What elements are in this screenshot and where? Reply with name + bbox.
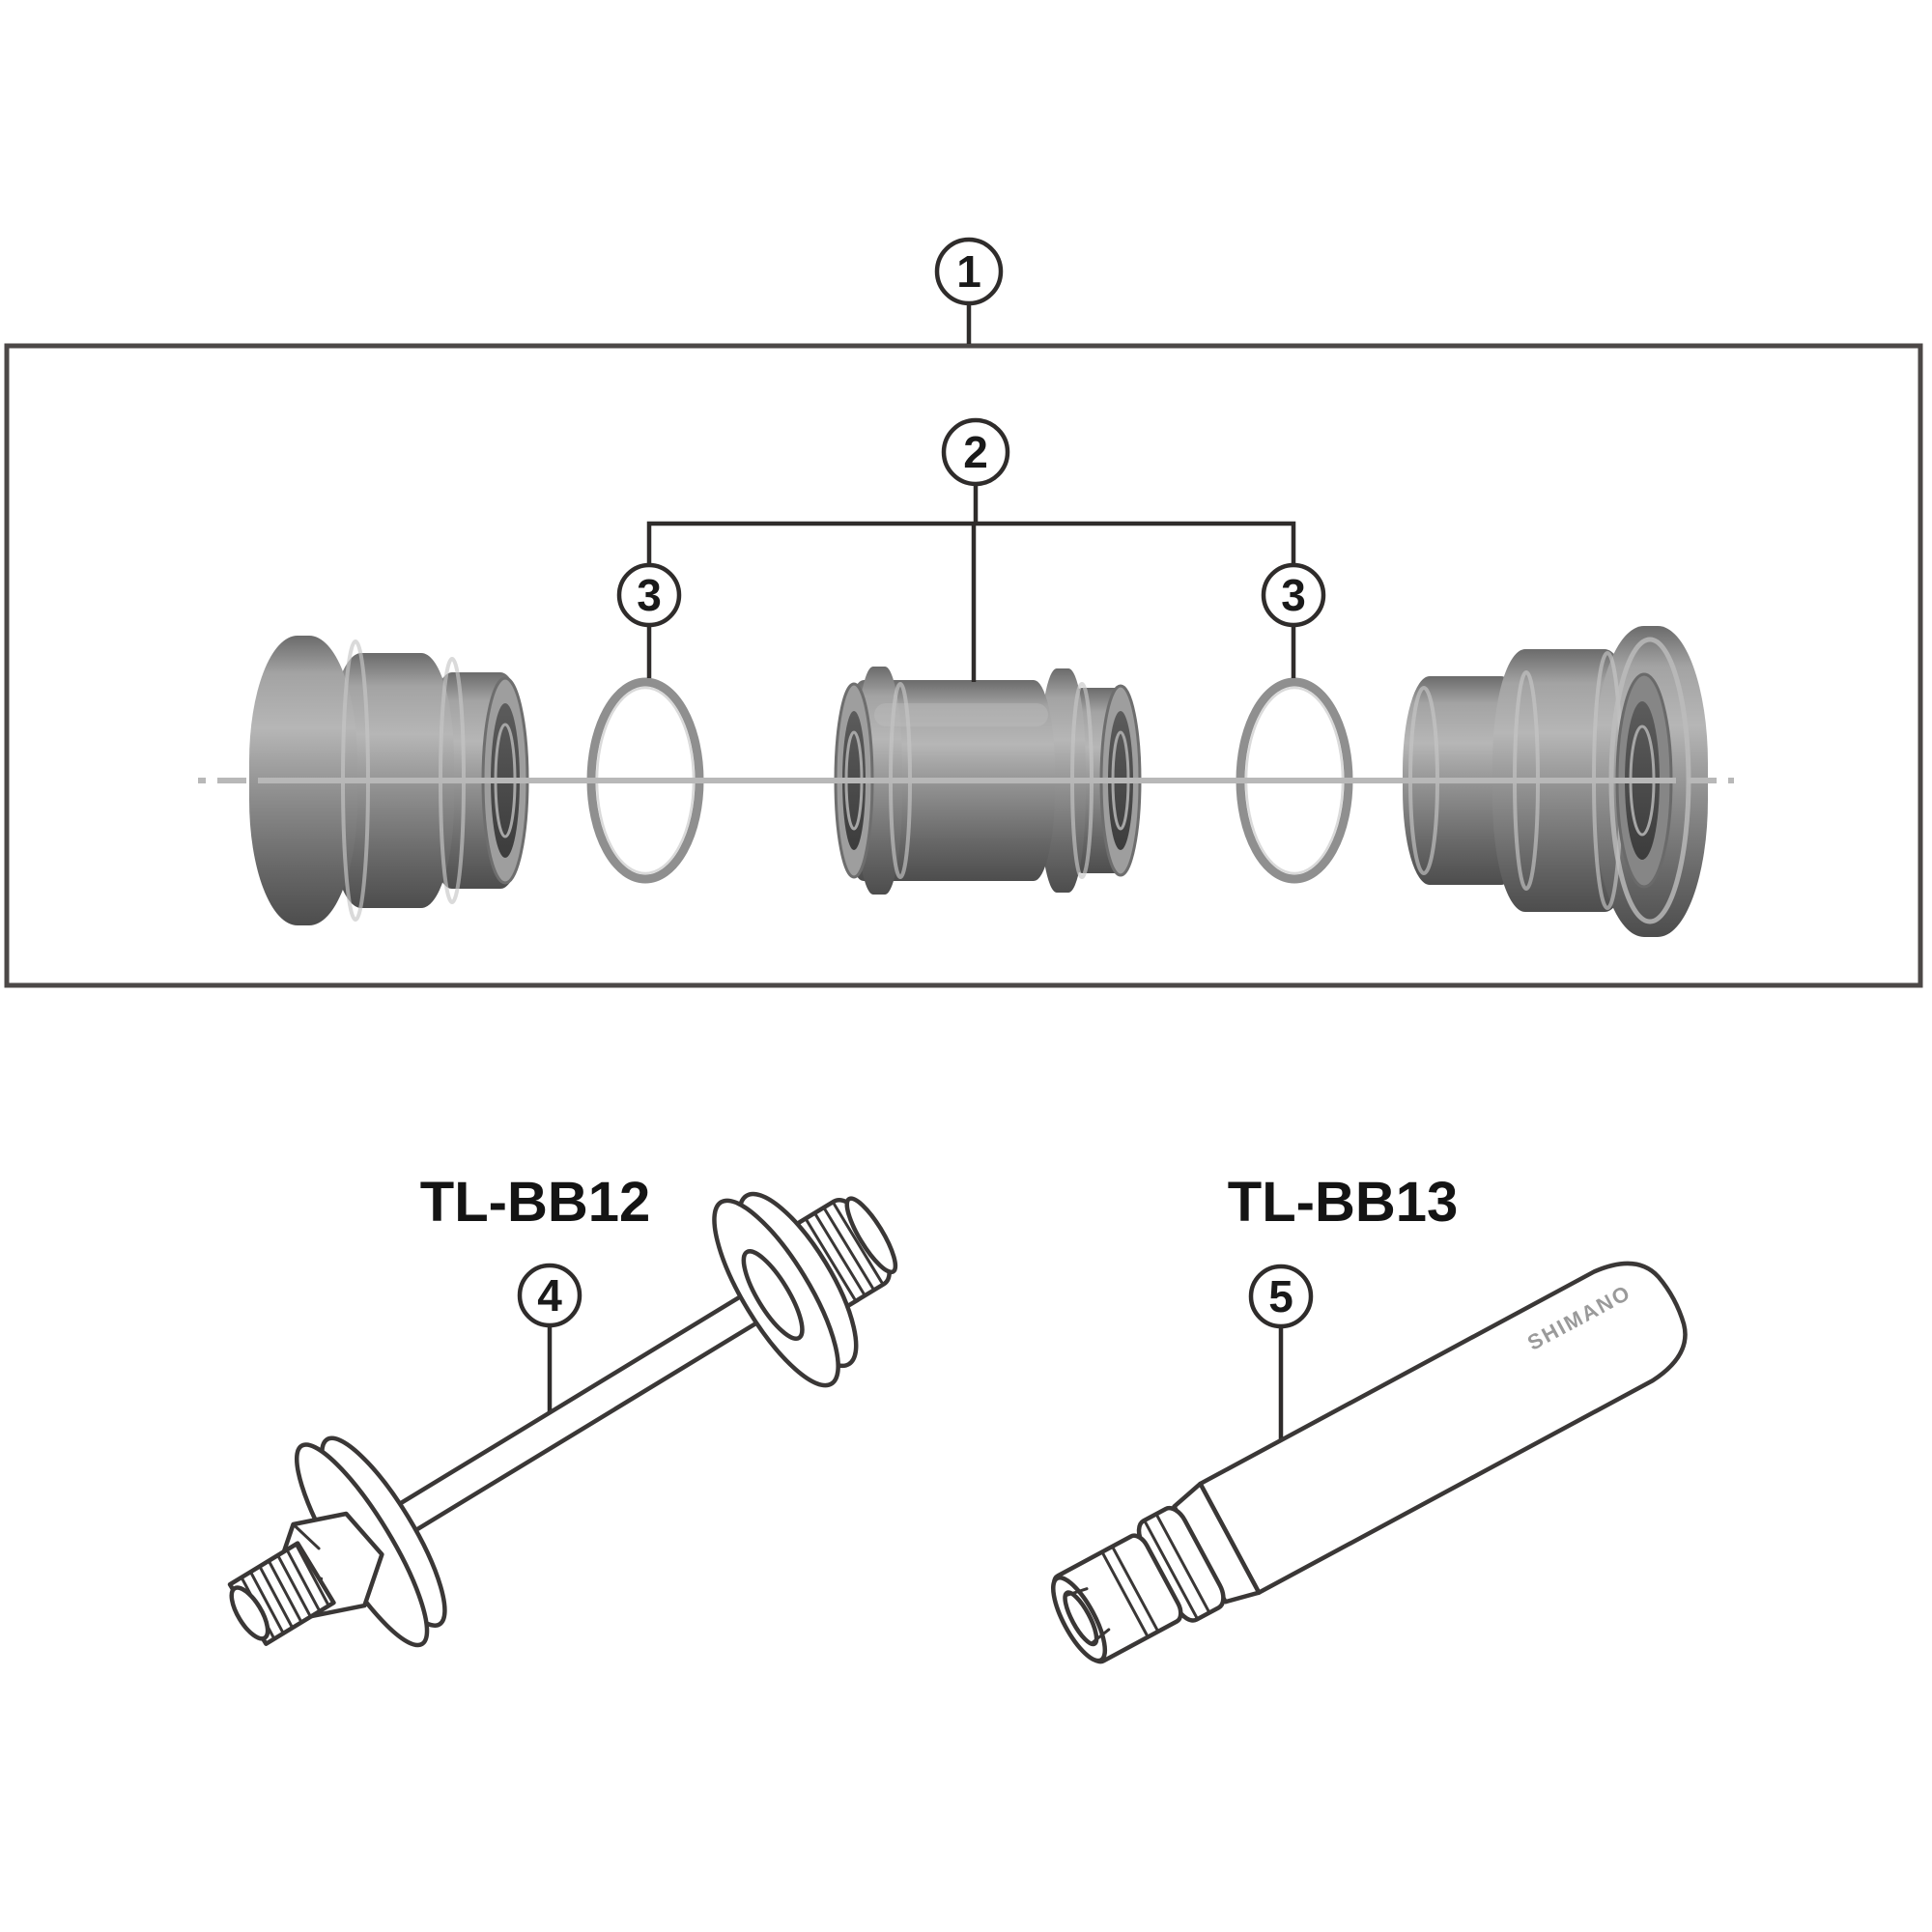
callout-3-right-number: 3 bbox=[1281, 570, 1306, 620]
tool4-label: TL-BB12 bbox=[420, 1171, 650, 1234]
tool4-threaded-tip bbox=[227, 1541, 336, 1646]
callout-3-right: 3 bbox=[1261, 562, 1326, 628]
callout-2-number: 2 bbox=[963, 427, 988, 477]
tool-tl-bb13: SHIMANO bbox=[1051, 1261, 1688, 1664]
callout-1-number: 1 bbox=[956, 246, 981, 297]
callout-4: 4 bbox=[517, 1263, 582, 1328]
tool-tl-bb12 bbox=[227, 1191, 898, 1648]
tool5-handle-tube bbox=[1198, 1261, 1688, 1595]
callout-2: 2 bbox=[941, 417, 1010, 487]
callout-5-number: 5 bbox=[1268, 1271, 1293, 1321]
tool5-label: TL-BB13 bbox=[1228, 1171, 1458, 1234]
leader-bracket-2 bbox=[646, 521, 1296, 563]
tool4-head-disc bbox=[712, 1191, 859, 1388]
tool5-collar bbox=[1136, 1505, 1226, 1623]
tool4-rod bbox=[372, 1275, 789, 1548]
tool5-splined-head bbox=[1051, 1533, 1183, 1664]
callout-5: 5 bbox=[1248, 1264, 1314, 1329]
callout-1: 1 bbox=[934, 237, 1004, 306]
callout-4-number: 4 bbox=[537, 1270, 562, 1321]
callout-3-left: 3 bbox=[616, 562, 682, 628]
bb-adapter-sleeve bbox=[834, 667, 1142, 895]
callout-3-left-number: 3 bbox=[637, 570, 662, 620]
